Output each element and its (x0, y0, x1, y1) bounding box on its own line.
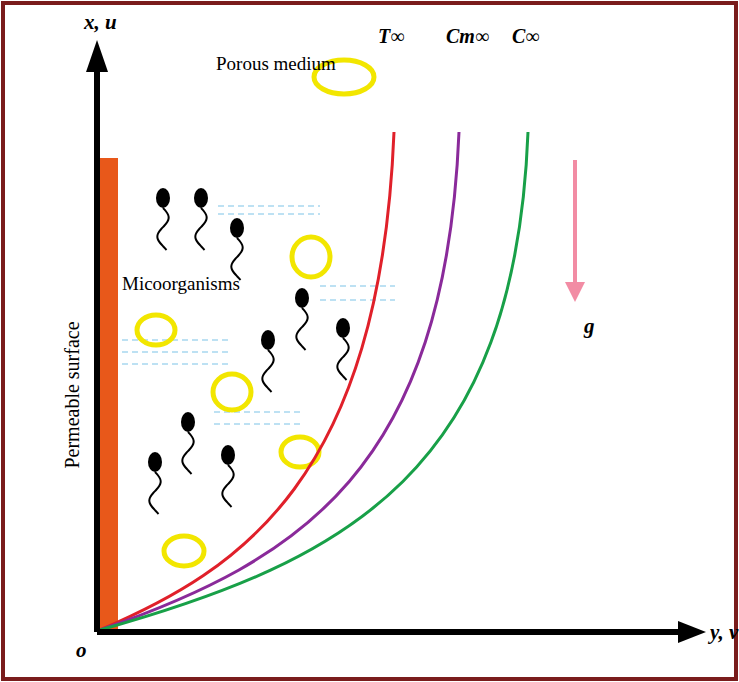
region-label: Porous medium (216, 54, 336, 73)
axis-label: x, u (84, 12, 117, 33)
organism-label: Micoorganisms (122, 274, 240, 293)
gravity-arrow (573, 160, 577, 292)
origin-label: o (76, 640, 87, 661)
profile-label: C∞ (512, 26, 540, 46)
pores (137, 60, 374, 566)
profile-label: Cm∞ (446, 26, 489, 46)
axis-label: y, v (710, 622, 738, 643)
gravity-label: g (584, 316, 595, 337)
pore-lines (122, 206, 395, 424)
permeable-wall (100, 158, 118, 632)
surface-label: Permeable surface (62, 321, 82, 468)
axes (86, 40, 706, 643)
profile-label: T∞ (378, 26, 404, 46)
frame (3, 3, 736, 679)
profiles (100, 132, 528, 630)
microorganisms (148, 188, 350, 514)
